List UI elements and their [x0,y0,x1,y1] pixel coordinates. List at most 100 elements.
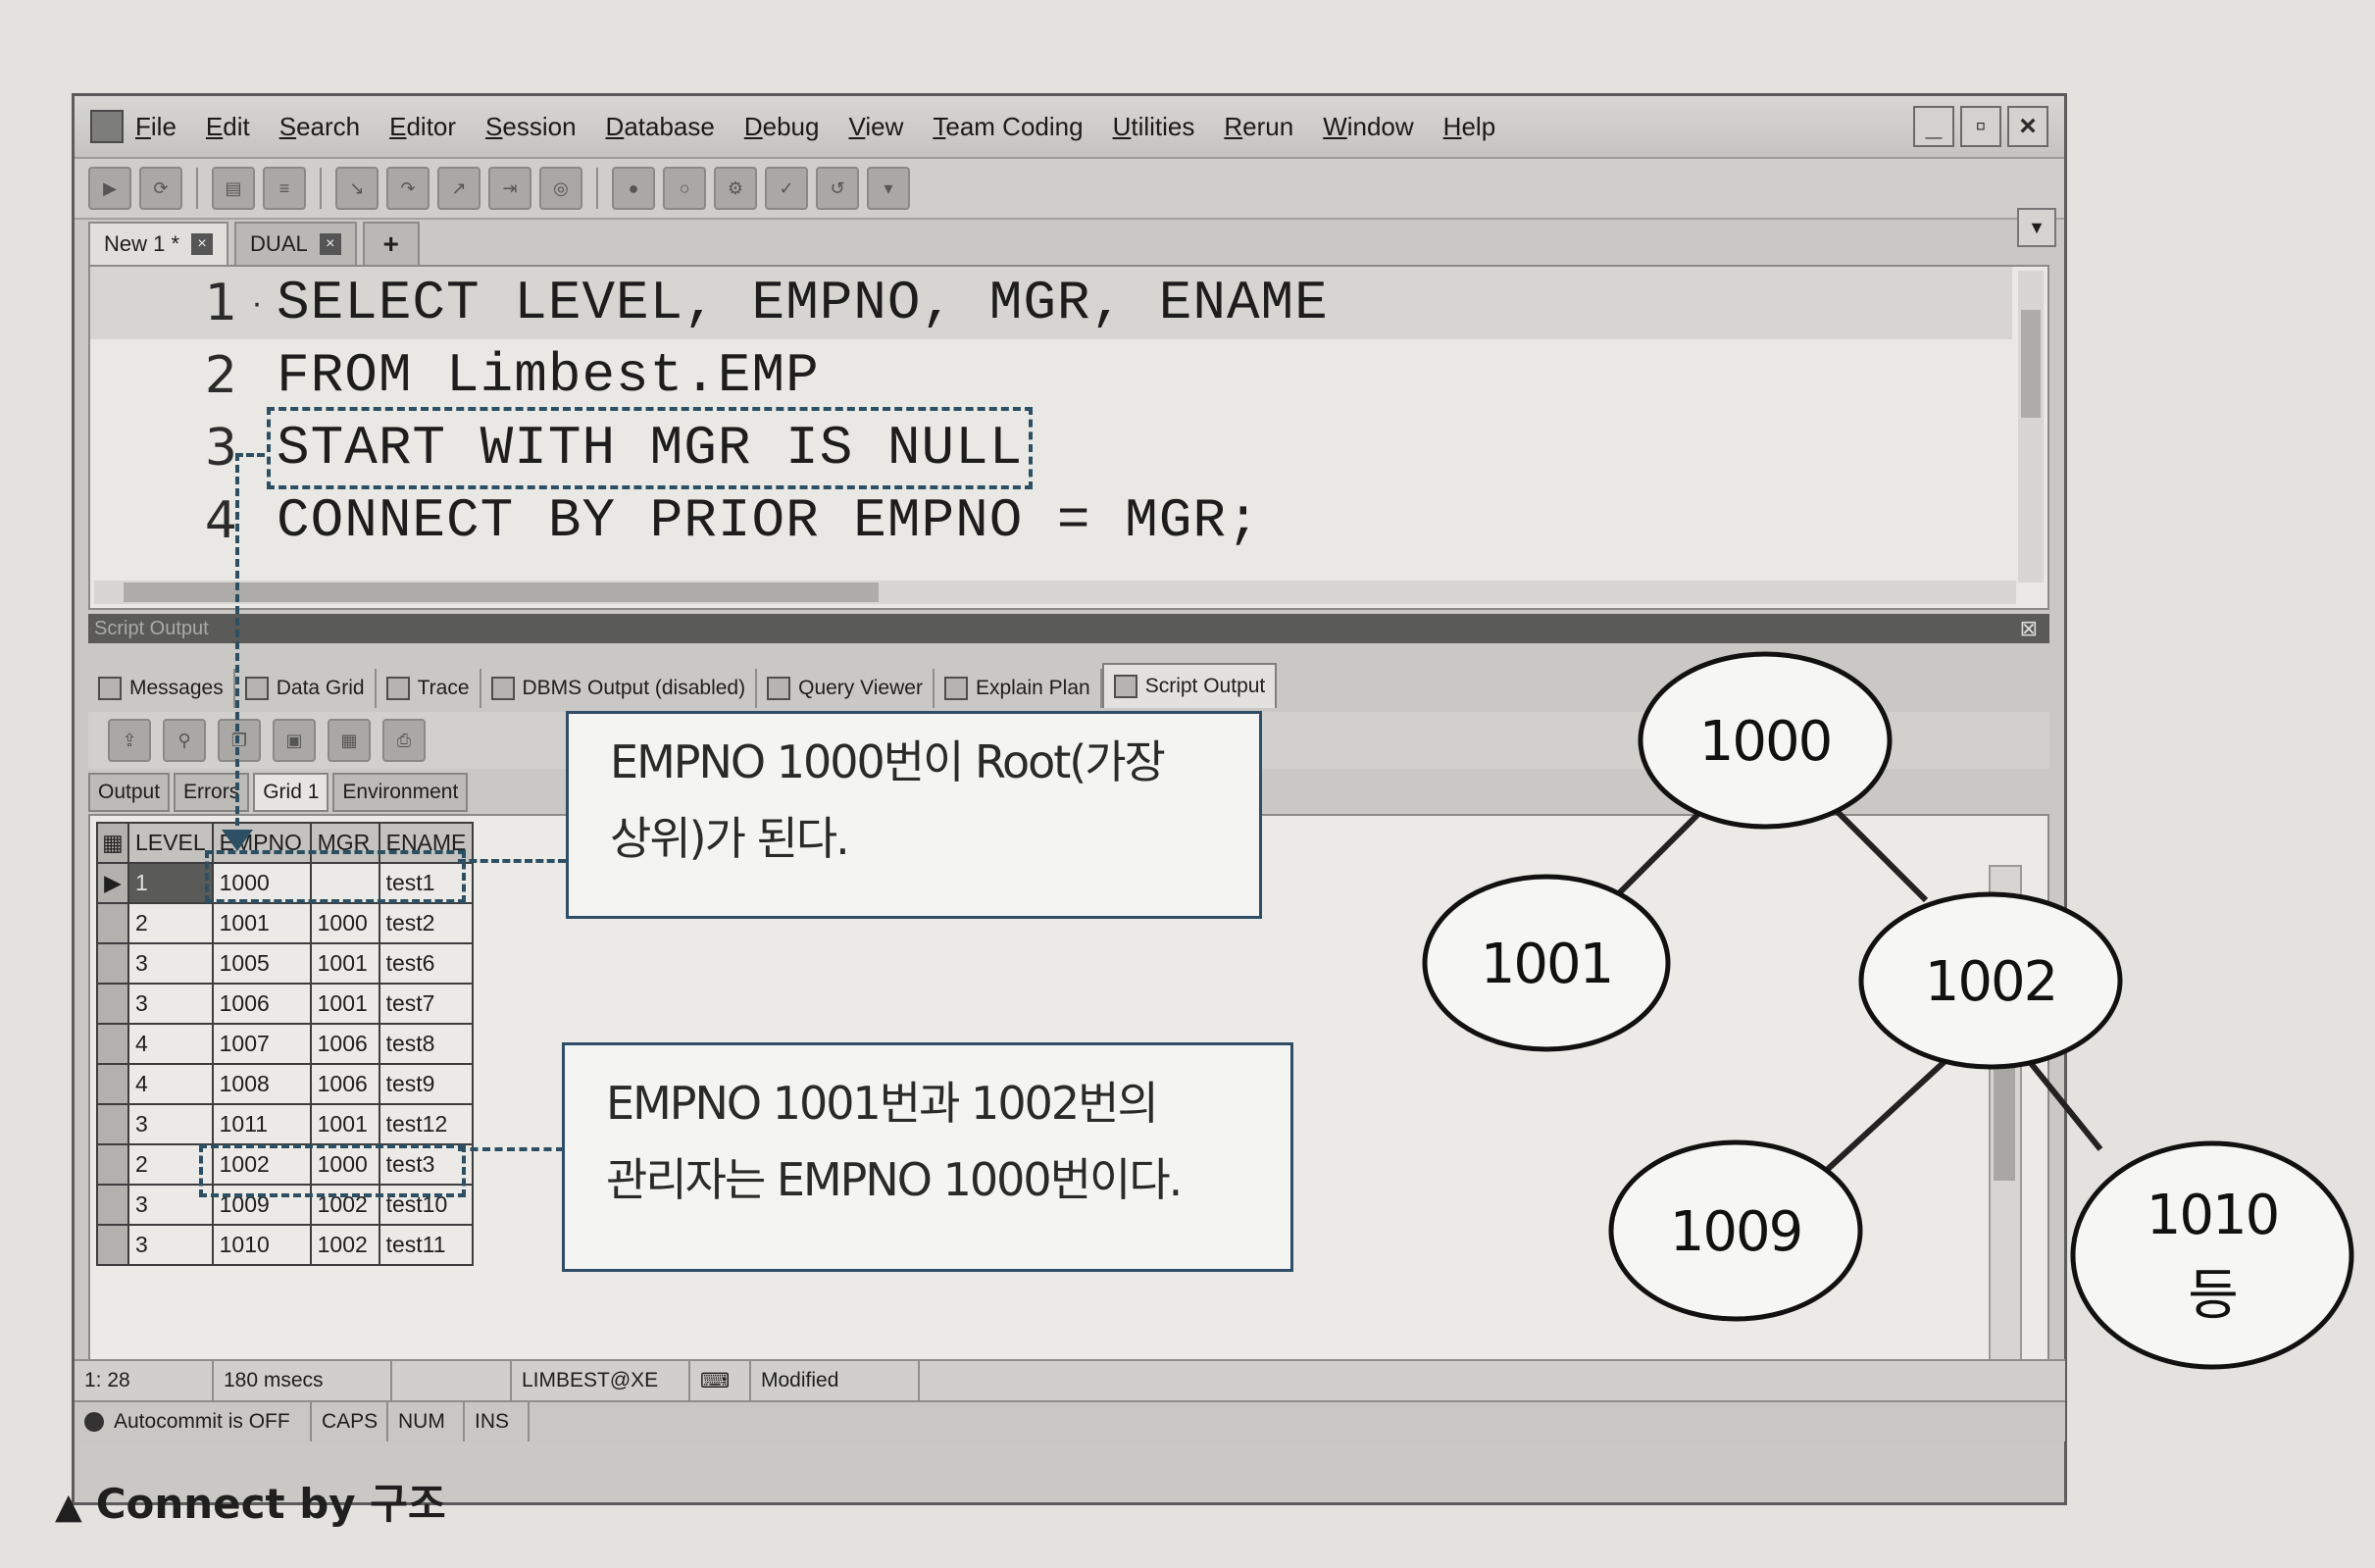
menu-database[interactable]: Database [605,111,715,141]
cell-ename[interactable]: test12 [378,1103,475,1145]
row-header[interactable] [96,902,129,944]
cell-level[interactable]: 3 [127,1103,214,1145]
cell-ename[interactable]: test8 [378,1023,475,1065]
tab-query-viewer[interactable]: Query Viewer [757,669,935,708]
cell-mgr[interactable] [309,862,380,904]
close-icon[interactable]: × [191,233,214,255]
cell-empno[interactable]: 1010 [211,1224,312,1266]
menu-file[interactable]: File [135,111,177,141]
compile-icon[interactable]: ⚙ [714,167,757,210]
menu-utilities[interactable]: Utilities [1112,111,1195,141]
close-icon[interactable]: × [2007,106,2048,147]
editor-horizontal-scrollbar[interactable] [94,581,2016,604]
cell-empno[interactable]: 1006 [211,983,312,1025]
grid-view-icon[interactable]: ▦ [328,719,371,762]
column-header-ename[interactable]: ENAME [378,822,475,864]
menu-help[interactable]: Help [1442,111,1496,141]
column-header-empno[interactable]: EMPNO [211,822,312,864]
cell-ename[interactable]: test11 [378,1224,475,1266]
row-header[interactable] [96,1103,129,1145]
cell-mgr[interactable]: 1000 [309,902,380,944]
watch-icon[interactable]: ◎ [539,167,582,210]
more-tools-icon[interactable]: ▾ [867,167,910,210]
step-into-icon[interactable]: ↘ [335,167,379,210]
row-header[interactable] [96,1143,129,1186]
cell-empno[interactable]: 1005 [211,942,312,985]
subtab-grid-1[interactable]: Grid 1 [253,773,329,812]
cell-mgr[interactable]: 1002 [309,1224,380,1266]
cell-ename[interactable]: test9 [378,1063,475,1105]
run-to-cursor-icon[interactable]: ⇥ [488,167,531,210]
column-header-level[interactable]: LEVEL [127,822,214,864]
code-line-3[interactable]: 3 START WITH MGR IS NULL [90,407,2012,489]
grid-vertical-scrollbar[interactable] [1989,865,2022,1379]
table-row[interactable]: 3 1006 1001 test7 [96,983,475,1025]
cell-empno[interactable]: 1001 [211,902,312,944]
menu-rerun[interactable]: Rerun [1224,111,1294,141]
autocommit-status[interactable]: Autocommit is OFF [75,1402,312,1442]
row-header[interactable] [96,942,129,985]
subtab-environment[interactable]: Environment [332,773,469,812]
scroll-thumb[interactable] [124,582,879,602]
cell-level[interactable]: 3 [127,1224,214,1266]
format-icon[interactable]: ≡ [263,167,306,210]
table-row[interactable]: 3 1005 1001 test6 [96,942,475,985]
tab-explain-plan[interactable]: Explain Plan [935,669,1102,708]
code-line-1[interactable]: 1 · SELECT LEVEL, EMPNO, MGR, ENAME [90,267,2012,339]
scroll-thumb[interactable] [1994,1063,2015,1181]
cell-ename[interactable]: test2 [378,902,475,944]
breakpoint-icon[interactable]: ● [612,167,655,210]
row-header[interactable] [96,1224,129,1266]
cell-empno[interactable]: 1011 [211,1103,312,1145]
scroll-thumb[interactable] [2021,310,2041,418]
subtab-output[interactable]: Output [88,773,171,812]
menu-search[interactable]: Search [278,111,361,141]
clear-breakpoint-icon[interactable]: ○ [663,167,706,210]
add-tab-button[interactable]: + [362,222,420,265]
cell-level[interactable]: 3 [127,983,214,1025]
filter-icon[interactable]: ⚲ [163,719,206,762]
cell-level[interactable]: 4 [127,1063,214,1105]
tab-dual[interactable]: DUAL × [234,222,357,265]
cell-level[interactable]: 2 [127,902,214,944]
menu-debug[interactable]: Debug [743,111,820,141]
cell-ename[interactable]: test7 [378,983,475,1025]
restore-icon[interactable]: ▫ [1960,106,2001,147]
pin-icon[interactable]: ⊠ [2019,616,2038,640]
cell-level[interactable]: 3 [127,942,214,985]
cell-empno[interactable]: 1007 [211,1023,312,1065]
cell-level[interactable]: 1 [127,862,214,904]
tab-script-output[interactable]: Script Output [1101,663,1278,708]
export-icon[interactable]: ⇪ [108,719,151,762]
close-icon[interactable]: × [319,233,341,255]
cell-mgr[interactable]: 1001 [309,942,380,985]
cell-empno[interactable]: 1002 [211,1143,312,1186]
table-row[interactable]: 3 1010 1002 test11 [96,1224,475,1266]
row-header[interactable] [96,1184,129,1226]
commit-icon[interactable]: ✓ [765,167,808,210]
sql-editor[interactable]: 1 · SELECT LEVEL, EMPNO, MGR, ENAME 2 FR… [88,265,2049,610]
table-row[interactable]: 4 1008 1006 test9 [96,1063,475,1105]
menu-view[interactable]: View [848,111,904,141]
cell-empno[interactable]: 1008 [211,1063,312,1105]
table-row[interactable]: 2 1001 1000 test2 [96,902,475,944]
tab-data-grid[interactable]: Data Grid [235,669,377,708]
tab-dbms-output[interactable]: DBMS Output (disabled) [481,669,758,708]
menu-session[interactable]: Session [485,111,577,141]
save-icon[interactable]: ▣ [273,719,316,762]
explain-plan-icon[interactable]: ▤ [212,167,255,210]
cell-mgr[interactable]: 1006 [309,1063,380,1105]
menu-window[interactable]: Window [1323,111,1414,141]
row-header[interactable] [96,1023,129,1065]
row-header[interactable] [96,983,129,1025]
tab-trace[interactable]: Trace [377,669,481,708]
cell-ename[interactable]: test6 [378,942,475,985]
code-line-2[interactable]: 2 FROM Limbest.EMP [90,339,2012,412]
cell-level[interactable]: 4 [127,1023,214,1065]
table-row[interactable]: 4 1007 1006 test8 [96,1023,475,1065]
table-row[interactable]: ▶ 1 1000 test1 [96,862,475,904]
menu-team-coding[interactable]: Team Coding [933,111,1084,141]
step-out-icon[interactable]: ↗ [437,167,480,210]
tab-messages[interactable]: Messages [88,669,235,708]
print-icon[interactable]: ⎙ [382,719,426,762]
